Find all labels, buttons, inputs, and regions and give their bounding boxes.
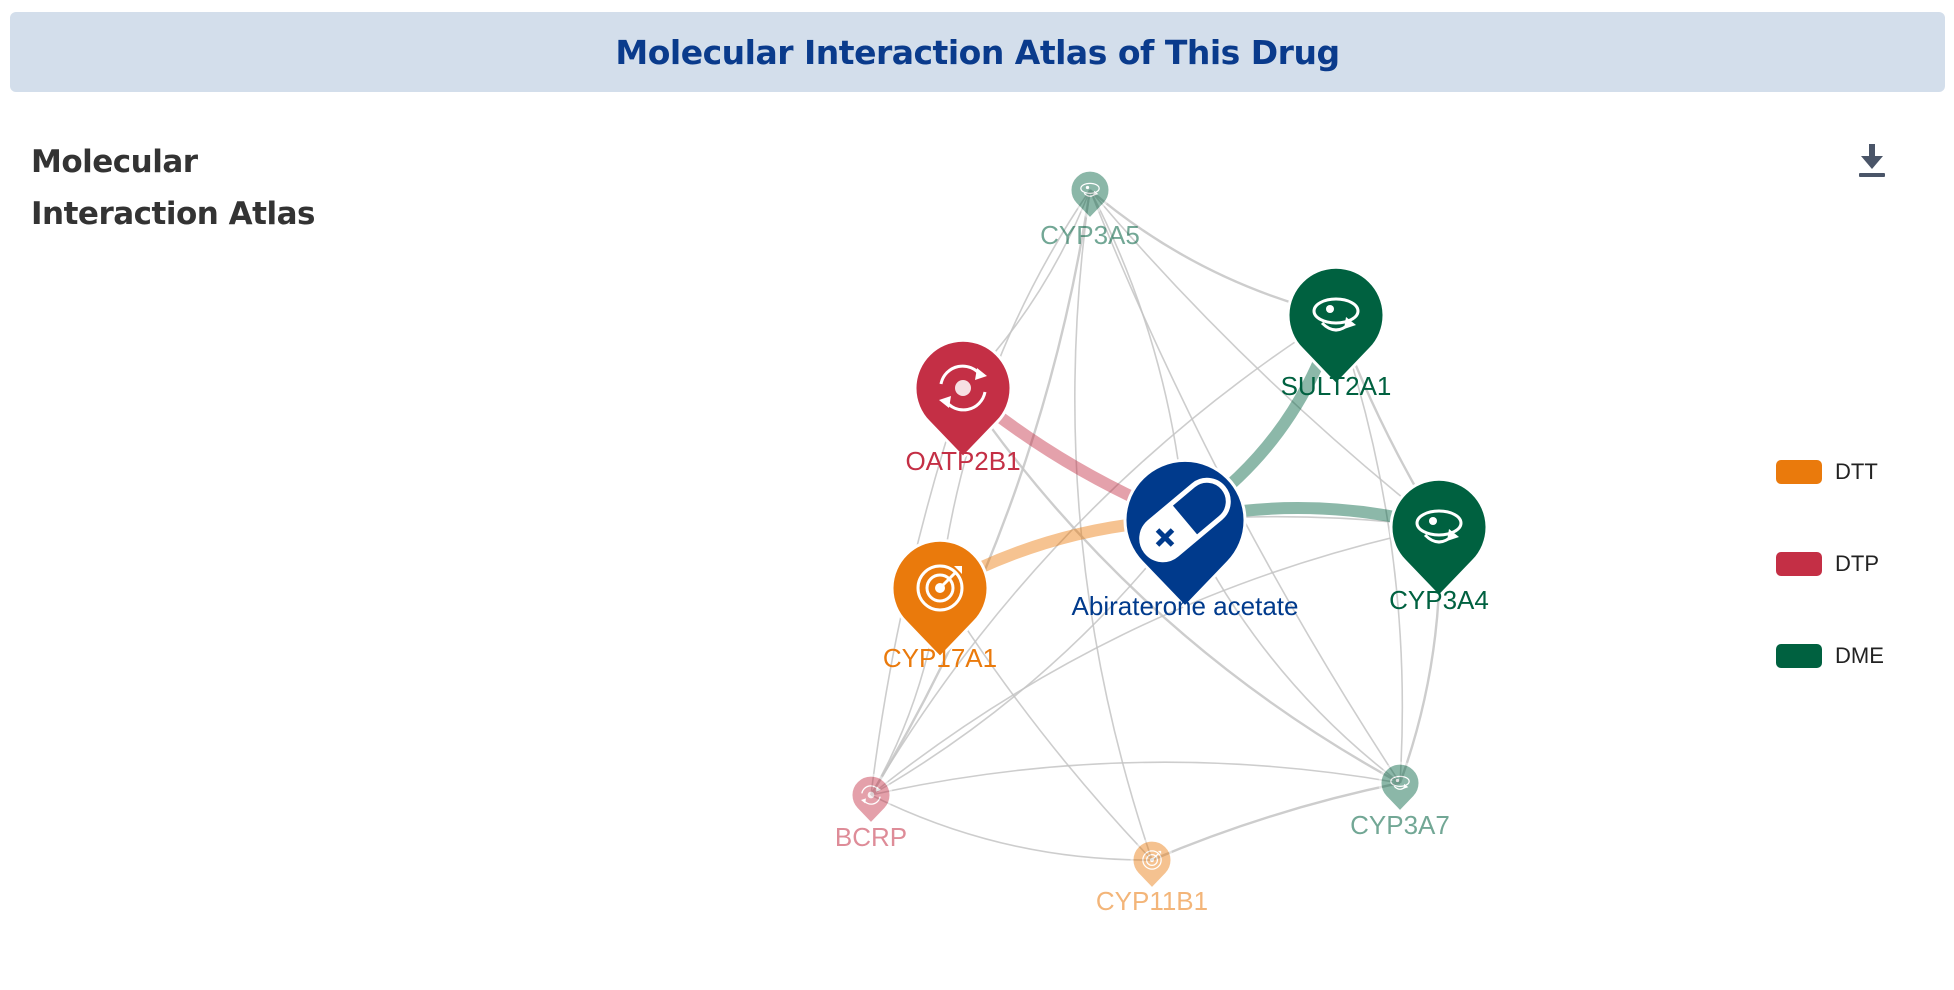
edge-cyp3a7-cyp11b1 xyxy=(1151,781,1401,862)
target-icon xyxy=(916,564,964,612)
node-cyp17a1-marker xyxy=(890,538,990,660)
node-label-drug: Abiraterone acetate xyxy=(1072,591,1299,621)
edge-cyp3a5-cyp3a4 xyxy=(1089,189,1440,528)
node-label-cyp3a5: CYP3A5 xyxy=(1040,220,1140,250)
legend-item-dtt[interactable]: DTT xyxy=(1776,457,1926,487)
node-cyp3a5-marker xyxy=(1068,168,1112,222)
legend-swatch-dtp xyxy=(1776,552,1822,576)
node-label-oatp2b1: OATP2B1 xyxy=(905,446,1020,476)
enzyme-icon xyxy=(1415,509,1463,544)
node-label-cyp3a4: CYP3A4 xyxy=(1389,585,1489,615)
node-label-cyp11b1: CYP11B1 xyxy=(1096,886,1208,916)
node-sult2a1[interactable] xyxy=(1286,265,1386,387)
legend-label-dtt: DTT xyxy=(1835,459,1878,484)
node-cyp11b1[interactable] xyxy=(1130,838,1174,892)
legend-swatch-dme xyxy=(1776,644,1822,668)
node-label-sult2a1: SULT2A1 xyxy=(1281,371,1392,401)
edge-bcrp-cyp3a7 xyxy=(870,761,1401,796)
edge-oatp2b1-cyp3a7 xyxy=(962,387,1401,785)
node-cyp3a7-marker xyxy=(1378,761,1422,815)
edge-cyp3a4-bcrp xyxy=(870,526,1440,796)
download-button[interactable] xyxy=(1852,142,1892,184)
pill-icon xyxy=(1139,477,1231,563)
target-icon xyxy=(1142,850,1162,870)
legend-swatch-dtt xyxy=(1776,460,1822,484)
edge-sult2a1-bcrp xyxy=(870,314,1337,796)
node-cyp17a1[interactable] xyxy=(890,538,990,660)
enzyme-icon xyxy=(1390,775,1410,790)
node-drug[interactable] xyxy=(1123,458,1247,610)
node-cyp3a4-marker xyxy=(1389,477,1489,599)
legend-label-dtp: DTP xyxy=(1835,551,1879,576)
node-label-cyp3a7: CYP3A7 xyxy=(1350,810,1450,840)
edge-bcrp-cyp11b1 xyxy=(870,794,1153,861)
transporter-icon xyxy=(861,785,881,805)
legend-item-dme[interactable]: DME xyxy=(1776,641,1926,671)
section-title: Molecular Interaction Atlas xyxy=(31,144,315,232)
enzyme-icon xyxy=(1312,297,1360,332)
legend-item-dtp[interactable]: DTP xyxy=(1776,549,1926,579)
enzyme-icon xyxy=(1080,182,1100,197)
download-icon xyxy=(1859,144,1885,177)
node-oatp2b1[interactable] xyxy=(913,338,1013,460)
node-bcrp[interactable] xyxy=(849,773,893,827)
page-title: Molecular Interaction Atlas of This Drug xyxy=(615,32,1340,72)
node-cyp3a7[interactable] xyxy=(1378,761,1422,815)
node-label-cyp17a1: CYP17A1 xyxy=(883,643,997,673)
node-label-bcrp: BCRP xyxy=(835,822,907,852)
edge-sult2a1-cyp3a7 xyxy=(1335,314,1404,784)
edge-cyp17a1-cyp11b1 xyxy=(939,587,1153,861)
legend-label-dme: DME xyxy=(1835,643,1884,668)
node-cyp3a5[interactable] xyxy=(1068,168,1112,222)
edge-cyp3a5-cyp11b1 xyxy=(1074,189,1153,861)
node-cyp11b1-marker xyxy=(1130,838,1174,892)
node-bcrp-marker xyxy=(849,773,893,827)
header-banner: Molecular Interaction Atlas of This Drug xyxy=(10,12,1945,92)
transporter-icon xyxy=(939,364,987,412)
node-cyp3a4[interactable] xyxy=(1389,477,1489,599)
node-oatp2b1-marker xyxy=(913,338,1013,460)
edge-cyp3a5-bcrp xyxy=(869,189,1092,796)
node-sult2a1-marker xyxy=(1286,265,1386,387)
